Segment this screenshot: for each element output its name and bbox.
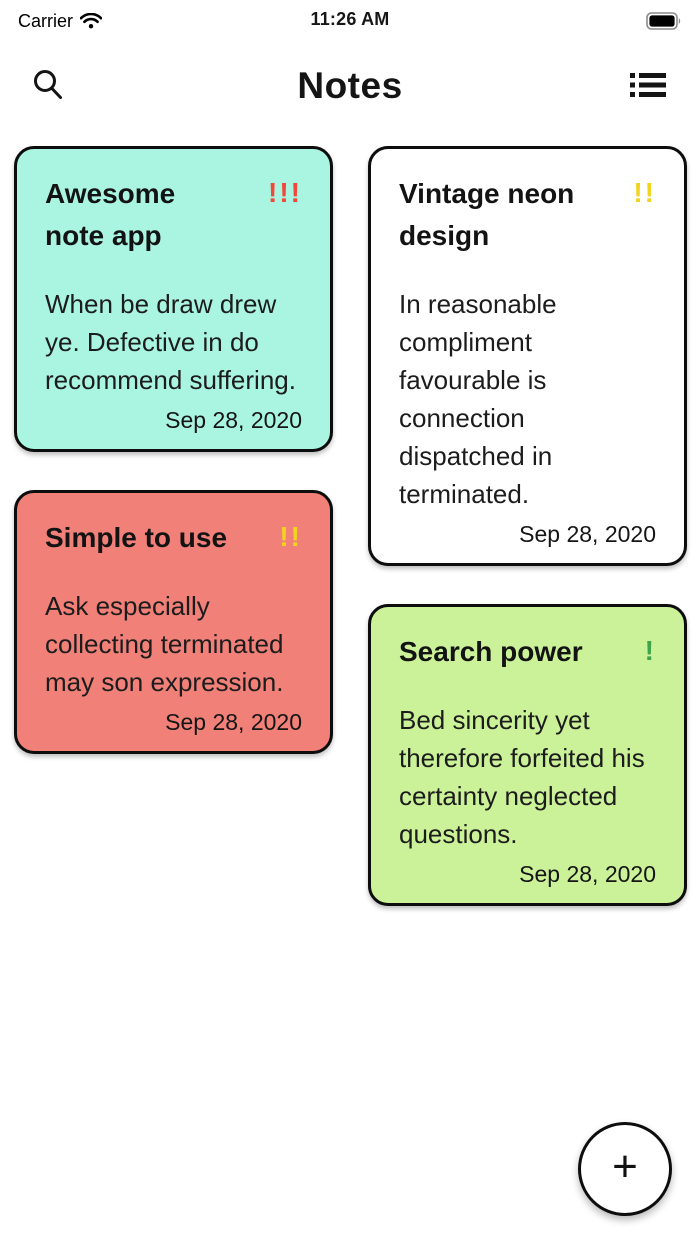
note-card[interactable]: Vintage neon design !! In reasonable com… <box>368 146 687 566</box>
note-card-header: Awesome note app !!! <box>45 173 302 257</box>
note-body: Bed sincerity yet therefore forfeited hi… <box>399 705 645 849</box>
plus-icon: + <box>612 1142 638 1191</box>
list-view-icon <box>628 69 668 101</box>
note-body: When be draw drew ye. Defective in do re… <box>45 289 296 395</box>
carrier-label: Carrier <box>18 10 74 31</box>
priority-marks: !! <box>279 521 302 552</box>
priority-marks: ! <box>644 635 656 666</box>
note-card[interactable]: Search power ! Bed sincerity yet therefo… <box>368 604 687 906</box>
note-date: Sep 28, 2020 <box>165 709 302 735</box>
page-title: Notes <box>297 65 403 106</box>
add-note-button[interactable]: + <box>578 1122 672 1216</box>
battery-icon <box>646 12 682 30</box>
note-title: Vintage neon design <box>399 178 575 251</box>
status-bar: Carrier 11:26 AM <box>0 0 700 36</box>
list-view-button[interactable] <box>626 67 670 106</box>
wifi-icon <box>80 13 103 29</box>
note-date: Sep 28, 2020 <box>165 407 302 433</box>
note-title: Awesome note app <box>45 178 176 251</box>
priority-marks: !!! <box>268 177 302 208</box>
clock-time: 11:26 AM <box>310 9 390 29</box>
note-card[interactable]: Simple to use !! Ask especially collecti… <box>14 490 333 754</box>
priority-marks: !! <box>633 177 656 208</box>
note-title: Simple to use <box>45 522 228 553</box>
note-card-header: Search power ! <box>399 631 656 673</box>
note-card[interactable]: Awesome note app !!! When be draw drew y… <box>14 146 333 452</box>
note-date: Sep 28, 2020 <box>519 861 656 887</box>
note-body: In reasonable compliment favourable is c… <box>399 289 557 509</box>
note-body: Ask especially collecting terminated may… <box>45 591 284 697</box>
note-date: Sep 28, 2020 <box>519 521 656 547</box>
note-card-header: Vintage neon design !! <box>399 173 656 257</box>
notes-board: Awesome note app !!! When be draw drew y… <box>0 146 700 906</box>
search-icon <box>32 68 64 102</box>
board-column-right: Vintage neon design !! In reasonable com… <box>368 146 687 906</box>
note-card-header: Simple to use !! <box>45 517 302 559</box>
header: Notes <box>0 58 700 114</box>
board-column-left: Awesome note app !!! When be draw drew y… <box>14 146 333 754</box>
search-button[interactable] <box>30 66 66 107</box>
note-title: Search power <box>399 636 583 667</box>
